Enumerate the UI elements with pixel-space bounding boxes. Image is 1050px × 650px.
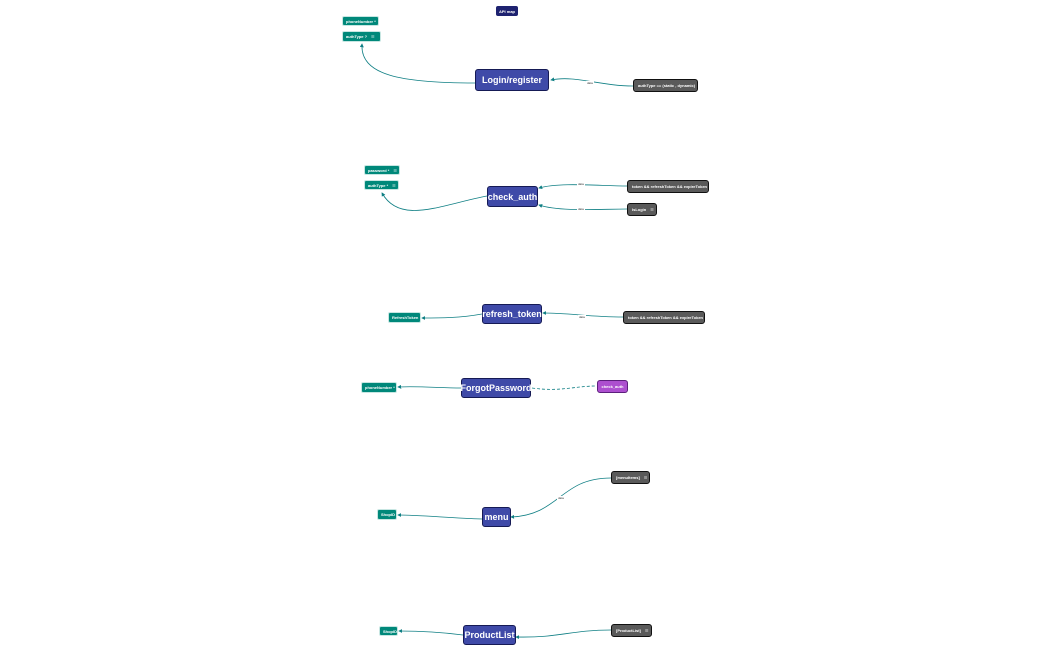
param-label: password * [368,167,390,173]
api-node-productlist[interactable]: ProductList [463,625,516,645]
api-node-forgot-password[interactable]: ForgotPassword [461,378,532,398]
edge-login-authtype [359,43,476,84]
output-tokens-refresh[interactable]: token && refreshToken && expireToken [623,311,705,324]
param-password[interactable]: password * ☰ [364,165,400,175]
edge-forgot-checkauth [531,385,597,390]
param-product-shopid[interactable]: ShopID [379,626,398,636]
edge-label-check-data-1: data [577,182,585,186]
edge-check-authtype [381,192,488,211]
api-node-check-auth[interactable]: check_auth [487,186,538,207]
api-node-login[interactable]: Login/register [475,69,549,91]
edge-label-menu-data: data [557,496,565,500]
output-tokens-check-auth[interactable]: token && refreshToken && expireToken [627,180,709,193]
edge-menu-shopid [397,513,483,520]
param-auth-type-optional[interactable]: authType ? ☰ [342,31,381,42]
output-product-list[interactable]: [ProductList] ☰ [611,624,652,637]
edge-product-list [515,629,612,640]
param-forgot-phone-number[interactable]: phoneNumber * [361,382,397,393]
output-label: IsLogin [632,207,647,212]
edge-product-shopid [398,629,464,636]
list-icon: ☰ [643,475,648,480]
param-menu-shopid[interactable]: ShopID [377,509,397,520]
list-icon: ☰ [650,207,654,212]
list-icon: ☰ [393,167,397,173]
output-label: [ProductList] [616,628,641,633]
api-node-refresh-token[interactable]: refresh_token [482,304,542,324]
output-menu-items[interactable]: [menuItems] ☰ [611,471,650,484]
edge-label-refresh-data: data [578,315,586,319]
output-auth-type-values[interactable]: authType == (static , dynamic) [633,79,698,92]
output-is-login[interactable]: IsLogin ☰ [627,203,657,216]
list-icon: ☰ [644,628,649,633]
param-label: authType ? [346,34,368,39]
api-node-menu[interactable]: menu [482,507,511,527]
edge-label-login-data: data [586,81,594,85]
ref-node-check-auth[interactable]: check_auth [597,380,628,393]
param-refresh-token[interactable]: RefreshToken [388,312,421,323]
diagram-title: API map [496,6,518,16]
edge-label-check-data-2: data [577,207,585,211]
edge-forgot-phone [397,384,462,389]
output-label: [menuItems] [616,475,640,480]
param-phone-number[interactable]: phoneNumber * [342,16,379,26]
list-icon: ☰ [392,182,396,188]
param-auth-type[interactable]: authType * ☰ [364,180,399,190]
param-label: authType * [368,182,389,188]
list-icon: ☰ [371,34,375,39]
edge-refresh-param [421,313,483,320]
